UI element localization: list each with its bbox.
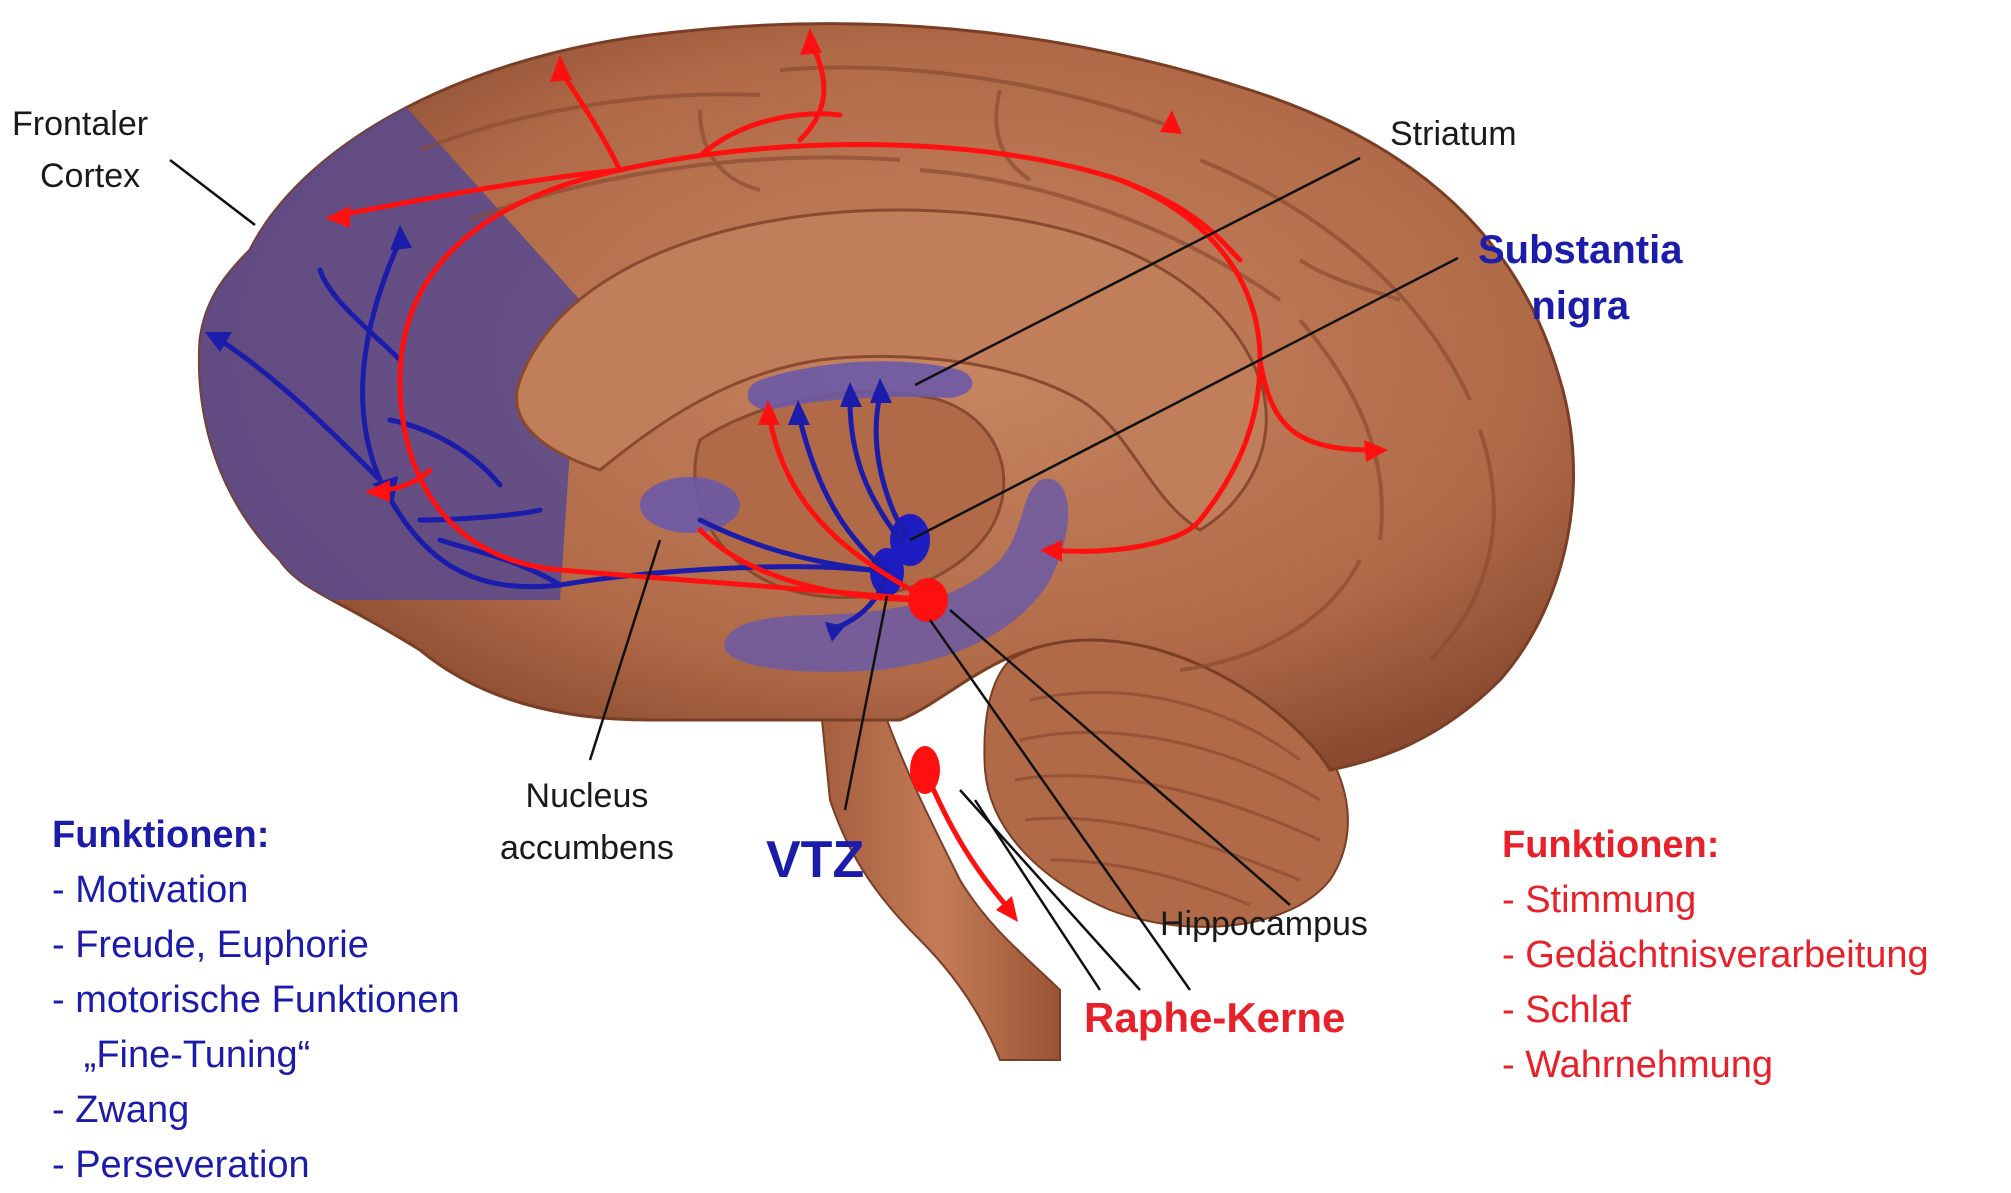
list-item: „Fine-Tuning“ [52, 1028, 460, 1083]
nucleus-accumbens-label: Nucleus accumbens [500, 770, 674, 874]
substantia-nigra-label-line1: Substantia [1478, 222, 1682, 278]
list-item: - Gedächtnisverarbeitung [1502, 928, 1929, 983]
frontal-cortex-label-line1: Frontaler [12, 98, 148, 150]
nucleus-accumbens-label-line2: accumbens [500, 822, 674, 874]
substantia-nigra-label: Substantia nigra [1478, 222, 1682, 334]
dopamine-functions-list: Funktionen: - Motivation - Freude, Eupho… [52, 808, 460, 1193]
dopamine-functions-heading: Funktionen: [52, 808, 460, 863]
serotonin-functions-list: Funktionen: - Stimmung - Gedächtnisverar… [1502, 818, 1929, 1093]
list-item: - motorische Funktionen [52, 973, 460, 1028]
list-item: - Freude, Euphorie [52, 918, 460, 973]
nucleus-accumbens-region [640, 477, 740, 533]
list-item: - Stimmung [1502, 873, 1929, 928]
raphe-kerne-label: Raphe-Kerne [1084, 994, 1345, 1042]
hippocampus-label: Hippocampus [1160, 904, 1368, 945]
frontal-cortex-label-line2: Cortex [12, 150, 148, 202]
list-item: - Motivation [52, 863, 460, 918]
striatum-label: Striatum [1390, 114, 1517, 155]
vtz-label: VTZ [766, 830, 864, 890]
nucleus-accumbens-label-line1: Nucleus [500, 770, 674, 822]
list-item: - Zwang [52, 1083, 460, 1138]
list-item: - Wahrnehmung [1502, 1038, 1929, 1093]
list-item: - Perseveration [52, 1138, 460, 1193]
serotonin-functions-heading: Funktionen: [1502, 818, 1929, 873]
frontal-cortex-label: Frontaler Cortex [12, 98, 148, 202]
list-item: - Schlaf [1502, 983, 1929, 1038]
substantia-nigra-label-line2: nigra [1478, 278, 1682, 334]
